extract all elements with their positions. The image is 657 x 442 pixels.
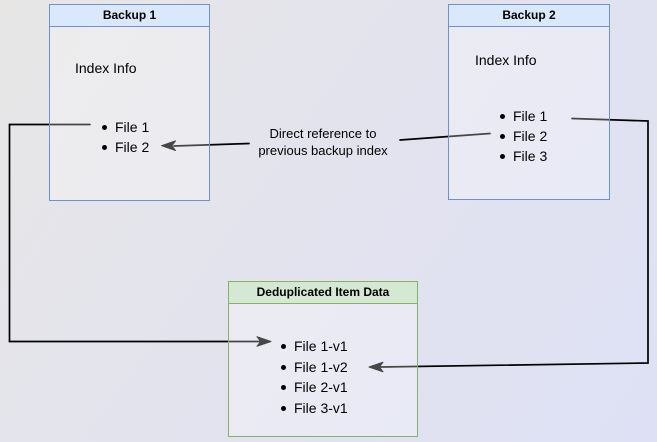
backup2-title: Backup 2 (502, 8, 556, 22)
backup2-header: Backup 2 (449, 5, 609, 27)
dedup-file-list: File 1-v1 File 1-v2 File 2-v1 File 3-v1 (281, 336, 348, 419)
backup1-title: Backup 1 (102, 8, 157, 22)
list-item: File 1 (102, 117, 149, 137)
list-item: File 2 (500, 126, 547, 146)
dedup-title: Deduplicated Item Data (256, 285, 390, 299)
backup1-index-info-label: Index Info (75, 60, 137, 76)
list-item: File 1-v1 (281, 336, 348, 357)
list-item: File 1-v2 (281, 357, 348, 378)
dedup-box: Deduplicated Item Data File 1-v1 File 1-… (228, 281, 418, 437)
backup1-file-list: File 1 File 2 (102, 117, 149, 157)
backup2-file-list: File 1 File 2 File 3 (500, 106, 547, 166)
list-item: File 3-v1 (281, 398, 348, 419)
backup2-box: Backup 2 Index Info File 1 File 2 File 3 (448, 4, 610, 200)
backup1-box: Backup 1 Index Info File 1 File 2 (49, 4, 210, 201)
list-item: File 2 (102, 137, 149, 157)
backup1-header: Backup 1 (50, 5, 209, 27)
list-item: File 2-v1 (281, 377, 348, 398)
list-item: File 1 (500, 106, 547, 126)
backup2-index-info-label: Index Info (475, 52, 537, 68)
list-item: File 3 (500, 146, 547, 166)
dedup-header: Deduplicated Item Data (229, 282, 417, 304)
connector-label: Direct reference to previous backup inde… (258, 126, 388, 158)
